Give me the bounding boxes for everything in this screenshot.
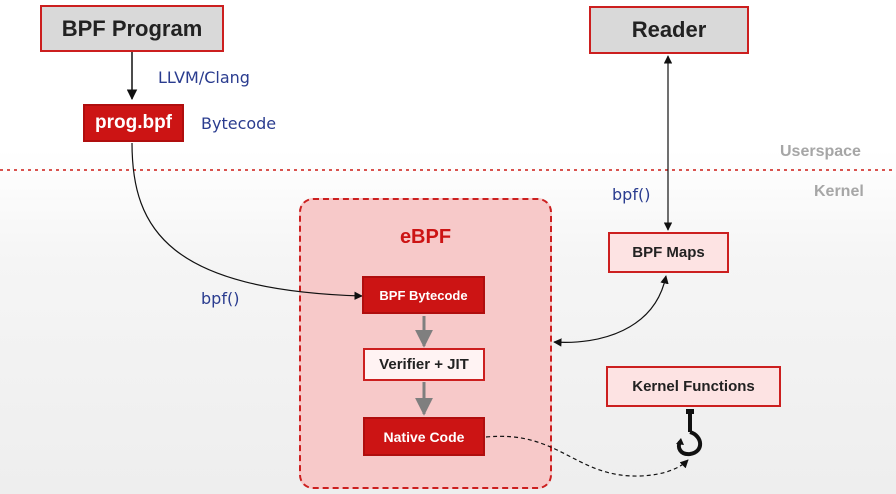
reader-box: Reader bbox=[589, 6, 749, 54]
prog-bpf-box: prog.bpf bbox=[83, 104, 184, 142]
userspace-label: Userspace bbox=[780, 143, 861, 160]
bpf-bytecode-box: BPF Bytecode bbox=[362, 276, 485, 314]
arrow-ebpf-maps bbox=[553, 275, 669, 347]
kernel-hook-icon bbox=[676, 409, 703, 457]
llvm-clang-label: LLVM/Clang bbox=[158, 68, 250, 87]
ebpf-title: eBPF bbox=[399, 226, 452, 248]
bytecode-label: Bytecode bbox=[201, 114, 277, 133]
kernel-label: Kernel bbox=[814, 183, 864, 200]
bpf-call-right-label: bpf() bbox=[612, 185, 651, 204]
arrow-prog-to-bytecode bbox=[131, 142, 363, 300]
bpf-maps-box: BPF Maps bbox=[608, 232, 729, 273]
bpf-call-left-label: bpf() bbox=[201, 289, 240, 308]
native-code-box: Native Code bbox=[363, 417, 485, 456]
verifier-jit-box: Verifier + JIT bbox=[363, 348, 485, 381]
arrow-native-to-hook bbox=[485, 435, 689, 477]
bpf-program-box: BPF Program bbox=[40, 5, 224, 52]
kernel-functions-box: Kernel Functions bbox=[606, 366, 781, 407]
